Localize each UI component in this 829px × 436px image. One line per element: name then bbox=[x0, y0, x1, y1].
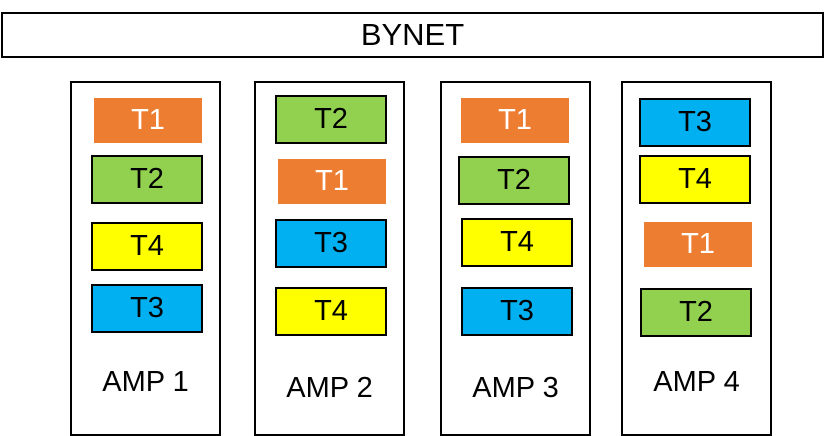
table-label: T4 bbox=[678, 163, 712, 195]
table-t4-block: T4 bbox=[91, 222, 203, 271]
table-label: T3 bbox=[500, 295, 534, 327]
table-label: T3 bbox=[678, 106, 712, 138]
table-t2-block: T2 bbox=[275, 95, 387, 144]
amp-4: T3 T4 T1 T2 AMP 4 bbox=[621, 81, 772, 436]
table-label: T3 bbox=[130, 292, 164, 324]
table-t2-block: T2 bbox=[91, 155, 203, 204]
bynet-label: BYNET bbox=[360, 17, 465, 52]
table-label: T1 bbox=[498, 104, 532, 136]
table-t4-block: T4 bbox=[461, 218, 573, 267]
bynet-bar: BYNET bbox=[1, 12, 824, 58]
table-t3-block: T3 bbox=[275, 219, 387, 268]
amp-label: AMP 3 bbox=[472, 372, 559, 404]
table-label: T1 bbox=[681, 228, 715, 260]
table-label: T3 bbox=[314, 227, 348, 259]
table-label: T2 bbox=[130, 163, 164, 195]
table-t3-block: T3 bbox=[639, 98, 751, 147]
table-label: T4 bbox=[130, 230, 164, 262]
table-t3-block: T3 bbox=[91, 284, 203, 333]
table-t1-block: T1 bbox=[94, 98, 202, 143]
table-t4-block: T4 bbox=[275, 287, 387, 336]
table-t4-block: T4 bbox=[639, 155, 751, 204]
table-t2-block: T2 bbox=[640, 288, 752, 337]
amp-2: T2 T1 T3 T4 AMP 2 bbox=[254, 81, 405, 436]
table-label: T2 bbox=[314, 103, 348, 135]
table-label: T1 bbox=[131, 104, 165, 136]
amp-label: AMP 1 bbox=[102, 366, 189, 398]
table-t1-block: T1 bbox=[278, 159, 386, 204]
table-t1-block: T1 bbox=[644, 222, 752, 267]
table-label: T2 bbox=[679, 296, 713, 328]
amp-3: T1 T2 T4 T3 AMP 3 bbox=[440, 81, 591, 436]
table-t3-block: T3 bbox=[461, 287, 573, 336]
table-label: T4 bbox=[314, 295, 348, 327]
amp-label: AMP 2 bbox=[286, 372, 373, 404]
table-label: T1 bbox=[315, 165, 349, 197]
table-t2-block: T2 bbox=[458, 156, 570, 205]
table-label: T4 bbox=[500, 226, 534, 258]
amp-1: T1 T2 T4 T3 AMP 1 bbox=[70, 81, 221, 436]
table-t1-block: T1 bbox=[461, 98, 569, 143]
amp-label: AMP 4 bbox=[653, 366, 740, 398]
table-label: T2 bbox=[497, 164, 531, 196]
